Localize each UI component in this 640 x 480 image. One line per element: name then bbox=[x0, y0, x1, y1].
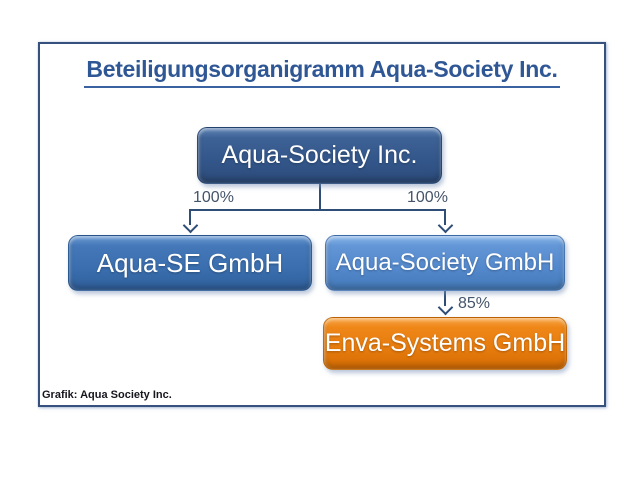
node-enva-systems-gmbh: Enva-Systems GmbH bbox=[323, 317, 567, 370]
slide-frame: Beteiligungsorganigramm Aqua-Society Inc… bbox=[38, 42, 606, 407]
node-aqua-society-gmbh: Aqua-Society GmbH bbox=[325, 235, 565, 291]
connector-parent-stem bbox=[319, 182, 321, 210]
edge-label-right-100: 100% bbox=[407, 189, 448, 206]
connector-drop-left bbox=[189, 209, 191, 225]
edge-label-85: 85% bbox=[458, 295, 491, 312]
node-aqua-society-gmbh-label: Aqua-Society GmbH bbox=[335, 249, 555, 276]
credit-caption: Grafik: Aqua Society Inc. bbox=[42, 389, 172, 401]
node-aqua-se-gmbh: Aqua-SE GmbH bbox=[68, 235, 312, 291]
node-aqua-se-gmbh-label: Aqua-SE GmbH bbox=[96, 247, 284, 278]
diagram-title-text: Beteiligungsorganigramm Aqua-Society Inc… bbox=[84, 56, 560, 88]
edge-label-left-100: 100% bbox=[193, 189, 234, 206]
connector-horizontal-bar bbox=[189, 209, 446, 211]
diagram-title: Beteiligungsorganigramm Aqua-Society Inc… bbox=[42, 56, 602, 88]
node-aqua-society-inc-label: Aqua-Society Inc. bbox=[221, 141, 418, 169]
node-aqua-society-inc: Aqua-Society Inc. bbox=[197, 127, 442, 184]
connector-drop-right bbox=[444, 209, 446, 225]
connector-drop-lower bbox=[444, 289, 446, 306]
node-enva-systems-gmbh-label: Enva-Systems GmbH bbox=[324, 329, 566, 357]
